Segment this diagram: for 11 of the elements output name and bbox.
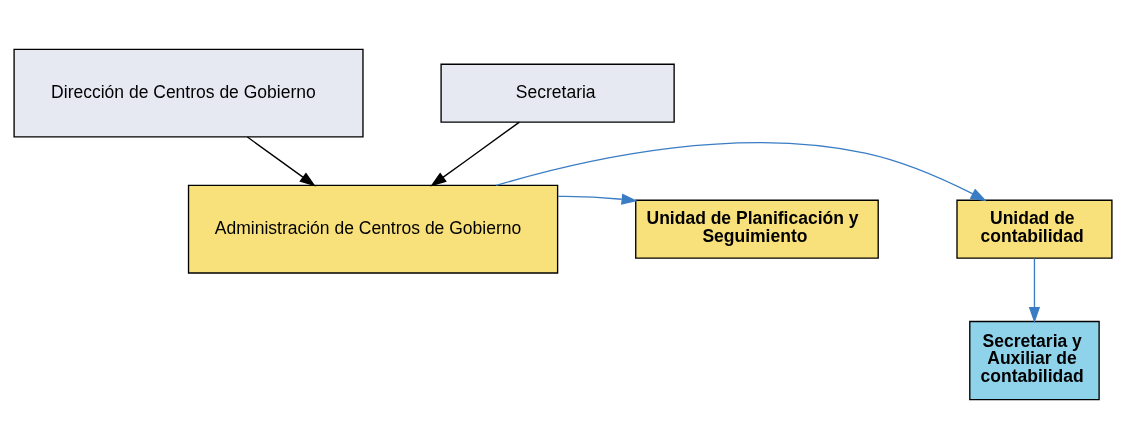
arrow [430,120,521,186]
node-box: Administración de Centros de Gobierno [187,184,559,274]
arrow [557,193,638,205]
node-box: Unidad de Planificación y Seguimiento [635,199,879,259]
arrow [495,141,987,201]
node-box: Secretaria [440,63,675,123]
arrow [1028,257,1041,323]
node-box: Secretaria y Auxiliar de contabilidad [969,320,1100,400]
node-box: Dirección de Centros de Gobierno [13,48,364,138]
arrow [246,135,316,186]
node-box: Unidad de contabilidad [956,199,1113,259]
